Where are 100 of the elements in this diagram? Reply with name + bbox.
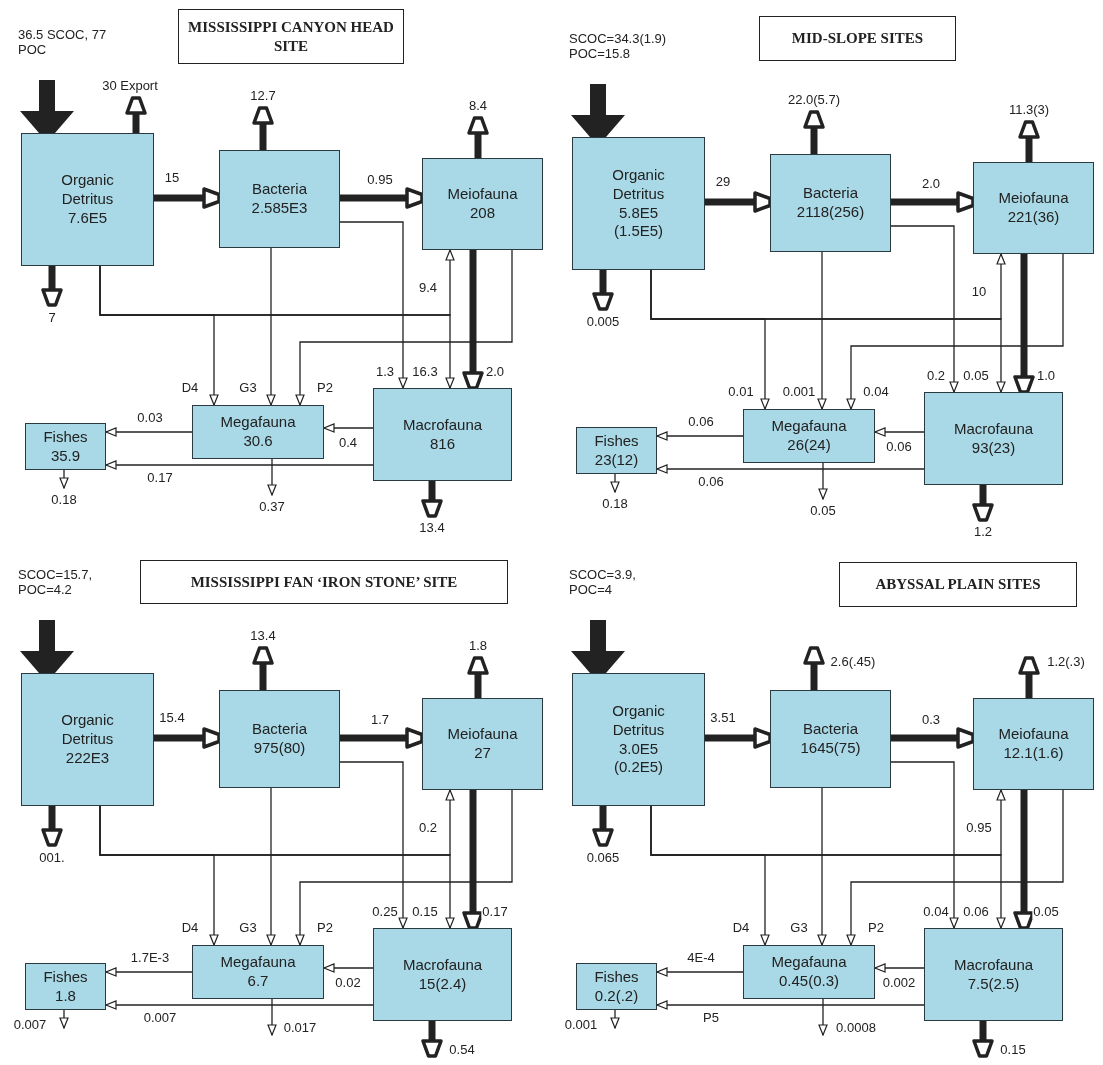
compartment-value: (0.2E5)	[613, 758, 664, 777]
compartment-name: Meiofauna	[998, 189, 1069, 208]
compartment-value: 30.6	[243, 432, 273, 451]
compartment-box	[973, 698, 1094, 790]
compartment-value: 3.0E5	[618, 739, 659, 759]
compartment-value: 15(2.4)	[418, 974, 467, 994]
compartment-value: 221(36)	[1007, 208, 1060, 227]
compartment-value: 816	[430, 434, 455, 454]
compartment-value: 26(24)	[787, 436, 831, 455]
flow-arrow	[874, 963, 925, 973]
flow-arrow	[818, 998, 828, 1036]
compartment-box	[576, 427, 657, 474]
site-title: MISSISSIPPI CANYON HEAD SITE	[187, 17, 395, 56]
flow-arrow	[99, 805, 455, 929]
flow-arrow	[105, 967, 193, 977]
site-title: MID-SLOPE SITES	[791, 29, 924, 48]
compartment-box	[25, 963, 106, 1010]
compartment-name: Macrofauna	[953, 955, 1034, 975]
compartment-name: Bacteria	[252, 720, 307, 739]
site-title: ABYSSAL PLAIN SITES	[875, 575, 1041, 594]
compartment-value: 35.9	[50, 446, 81, 466]
flow-arrow	[339, 221, 408, 389]
flow-value: 30 Export	[101, 78, 159, 94]
flow-arrow	[323, 963, 374, 973]
compartment-name: Bacteria	[803, 720, 858, 739]
compartment-box	[25, 423, 106, 470]
flow-value: 0.17	[481, 904, 509, 920]
compartment-name: Organic Detritus	[611, 166, 666, 204]
compartment-name: Fishes	[43, 967, 88, 987]
compartment-value: 0.45(0.3)	[778, 972, 839, 991]
flow-arrow	[266, 247, 276, 406]
compartment-value: 1.8	[55, 986, 76, 1006]
compartment-name: Organic Detritus	[611, 702, 666, 740]
flow-arrow	[105, 1000, 374, 1010]
compartment-name: Meiofauna	[447, 725, 518, 744]
flow-value: 0.05	[1032, 904, 1060, 920]
compartment-box	[219, 150, 340, 248]
compartment-name: Megafauna	[771, 417, 847, 436]
compartment-name: Meiofauna	[998, 725, 1069, 744]
compartment-value: 208	[470, 204, 495, 223]
flow-arrow	[610, 1009, 620, 1029]
flow-arrow	[846, 789, 1064, 946]
compartment-value: 222E3	[65, 748, 110, 768]
flow-arrow	[874, 427, 925, 437]
compartment-name: Fishes	[43, 427, 88, 447]
compartment-name: Megafauna	[771, 953, 847, 972]
compartment-value: 1645(75)	[800, 739, 861, 758]
compartment-box	[219, 690, 340, 788]
compartment-name: Macrofauna	[402, 415, 483, 435]
flow-arrow	[59, 1009, 69, 1029]
compartment-box	[770, 690, 891, 788]
compartment-box	[973, 162, 1094, 254]
flow-arrow	[650, 269, 1006, 393]
compartment-name: Fishes	[594, 967, 639, 987]
compartment-value: 2.585E3	[251, 199, 308, 218]
compartment-box	[572, 673, 705, 806]
compartment-box	[373, 388, 512, 481]
compartment-value: 975(80)	[253, 739, 306, 758]
flow-value: 11.3(3)	[1007, 102, 1051, 118]
compartment-box	[576, 963, 657, 1010]
title-box	[140, 560, 508, 604]
title-box	[839, 562, 1077, 607]
compartment-name: Megafauna	[220, 953, 296, 972]
compartment-box	[743, 409, 875, 463]
compartment-box	[924, 928, 1063, 1021]
flow-arrow	[105, 460, 374, 470]
compartment-box	[422, 698, 543, 790]
flow-value: 0.25	[371, 904, 399, 920]
compartment-box	[21, 673, 154, 806]
flow-arrow	[846, 253, 1064, 410]
flow-arrow	[890, 761, 959, 929]
compartment-name: Bacteria	[803, 184, 858, 203]
flow-arrow	[99, 265, 455, 389]
compartment-box	[743, 945, 875, 999]
compartment-name: Macrofauna	[402, 955, 483, 975]
site-title: MISSISSIPPI FAN ‘IRON STONE’ SITE	[190, 572, 458, 592]
compartment-box	[192, 945, 324, 999]
compartment-name: Macrofauna	[953, 419, 1034, 439]
flow-arrow	[890, 225, 959, 393]
compartment-value: (1.5E5)	[613, 222, 664, 241]
compartment-name: Meiofauna	[447, 185, 518, 204]
title-box	[178, 9, 404, 64]
flow-arrow	[656, 1000, 925, 1010]
flow-arrow	[105, 427, 193, 437]
flow-arrow	[818, 462, 828, 500]
flow-arrow	[817, 787, 827, 946]
compartment-name: Organic Detritus	[60, 711, 115, 749]
flow-arrow	[656, 431, 744, 441]
compartment-value: 12.1(1.6)	[1003, 744, 1064, 763]
flow-arrow	[295, 789, 513, 946]
compartment-value: 23(12)	[594, 450, 639, 470]
compartment-name: Fishes	[594, 431, 639, 451]
compartment-box	[192, 405, 324, 459]
title-box	[759, 16, 956, 61]
flow-arrow	[267, 458, 277, 496]
compartment-name: Organic Detritus	[60, 171, 115, 209]
flow-arrow	[656, 967, 744, 977]
flow-arrow	[59, 469, 69, 489]
flow-value: 2.6(.45)	[829, 654, 877, 670]
flow-arrow	[339, 761, 408, 929]
